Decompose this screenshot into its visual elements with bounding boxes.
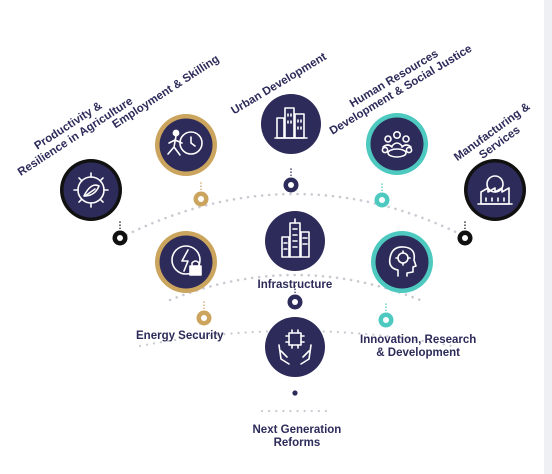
energy-security-pin-inner bbox=[201, 315, 207, 321]
next-generation-dot bbox=[292, 390, 298, 396]
head-gear-icon bbox=[388, 246, 417, 277]
next-generation-reforms-label-line: Next Generation bbox=[252, 424, 342, 436]
city-buildings-icon bbox=[274, 107, 308, 139]
manufacturing-services-pin-inner bbox=[462, 235, 468, 241]
productivity-agriculture-disc bbox=[63, 162, 119, 218]
infrastructure-pin-inner bbox=[292, 299, 298, 305]
innovation-research-label: Innovation, Research& Development bbox=[360, 334, 476, 360]
upper-dotted-arc bbox=[118, 192, 470, 240]
innovation-research-label-line: & Development bbox=[376, 347, 461, 359]
employment-skilling-node bbox=[155, 114, 217, 176]
middle-dotted-arc bbox=[168, 273, 422, 302]
manufacturing-services-pin bbox=[457, 221, 473, 246]
urban-development-pin bbox=[283, 168, 299, 193]
innovation-research-pin-inner bbox=[383, 317, 389, 323]
next-generation-reforms-disc bbox=[265, 317, 325, 377]
urban-development-node bbox=[261, 94, 321, 154]
hands-chip-icon bbox=[278, 329, 312, 365]
people-group-icon bbox=[381, 131, 413, 158]
innovation-research-label-line: Innovation, Research bbox=[360, 334, 477, 346]
innovation-research-disc bbox=[375, 235, 429, 289]
employment-skilling-pin-inner bbox=[198, 196, 204, 202]
innovation-research-pin bbox=[378, 303, 394, 328]
manufacturing-services-node bbox=[464, 159, 526, 221]
infrastructure-node bbox=[265, 211, 325, 271]
next-generation-reforms-node bbox=[265, 317, 325, 377]
running-person-clock-icon bbox=[167, 129, 203, 156]
human-resources-pin-inner bbox=[379, 197, 385, 203]
power-lock-icon bbox=[171, 245, 202, 276]
urban-development-pin-inner bbox=[288, 182, 294, 188]
infrastructure-label: Infrastructure bbox=[258, 279, 333, 292]
energy-security-node bbox=[155, 231, 217, 293]
productivity-agriculture-pin bbox=[112, 221, 128, 246]
energy-security-label: Energy Security bbox=[136, 330, 224, 343]
human-resources-pin bbox=[374, 183, 390, 208]
page-edge-strip bbox=[544, 0, 552, 474]
employment-skilling-disc bbox=[159, 118, 213, 172]
gear-leaf-icon bbox=[73, 172, 109, 208]
energy-security-pin bbox=[196, 301, 212, 326]
urban-development-disc bbox=[261, 94, 321, 154]
energy-security-label-line: Energy Security bbox=[136, 329, 224, 342]
energy-security-disc bbox=[159, 235, 213, 289]
human-resources-disc bbox=[370, 117, 424, 171]
factory-gear-icon bbox=[477, 175, 513, 205]
human-resources-node bbox=[366, 113, 428, 175]
infrastructure-label-line: Infrastructure bbox=[257, 278, 333, 291]
employment-skilling-pin bbox=[193, 182, 209, 207]
infrastructure-pin bbox=[287, 285, 303, 310]
next-generation-reforms-label-line: Reforms bbox=[273, 437, 321, 449]
productivity-agriculture-node bbox=[60, 159, 122, 221]
productivity-agriculture-pin-inner bbox=[117, 235, 123, 241]
innovation-research-node bbox=[371, 231, 433, 293]
skyscrapers-icon bbox=[281, 218, 310, 258]
